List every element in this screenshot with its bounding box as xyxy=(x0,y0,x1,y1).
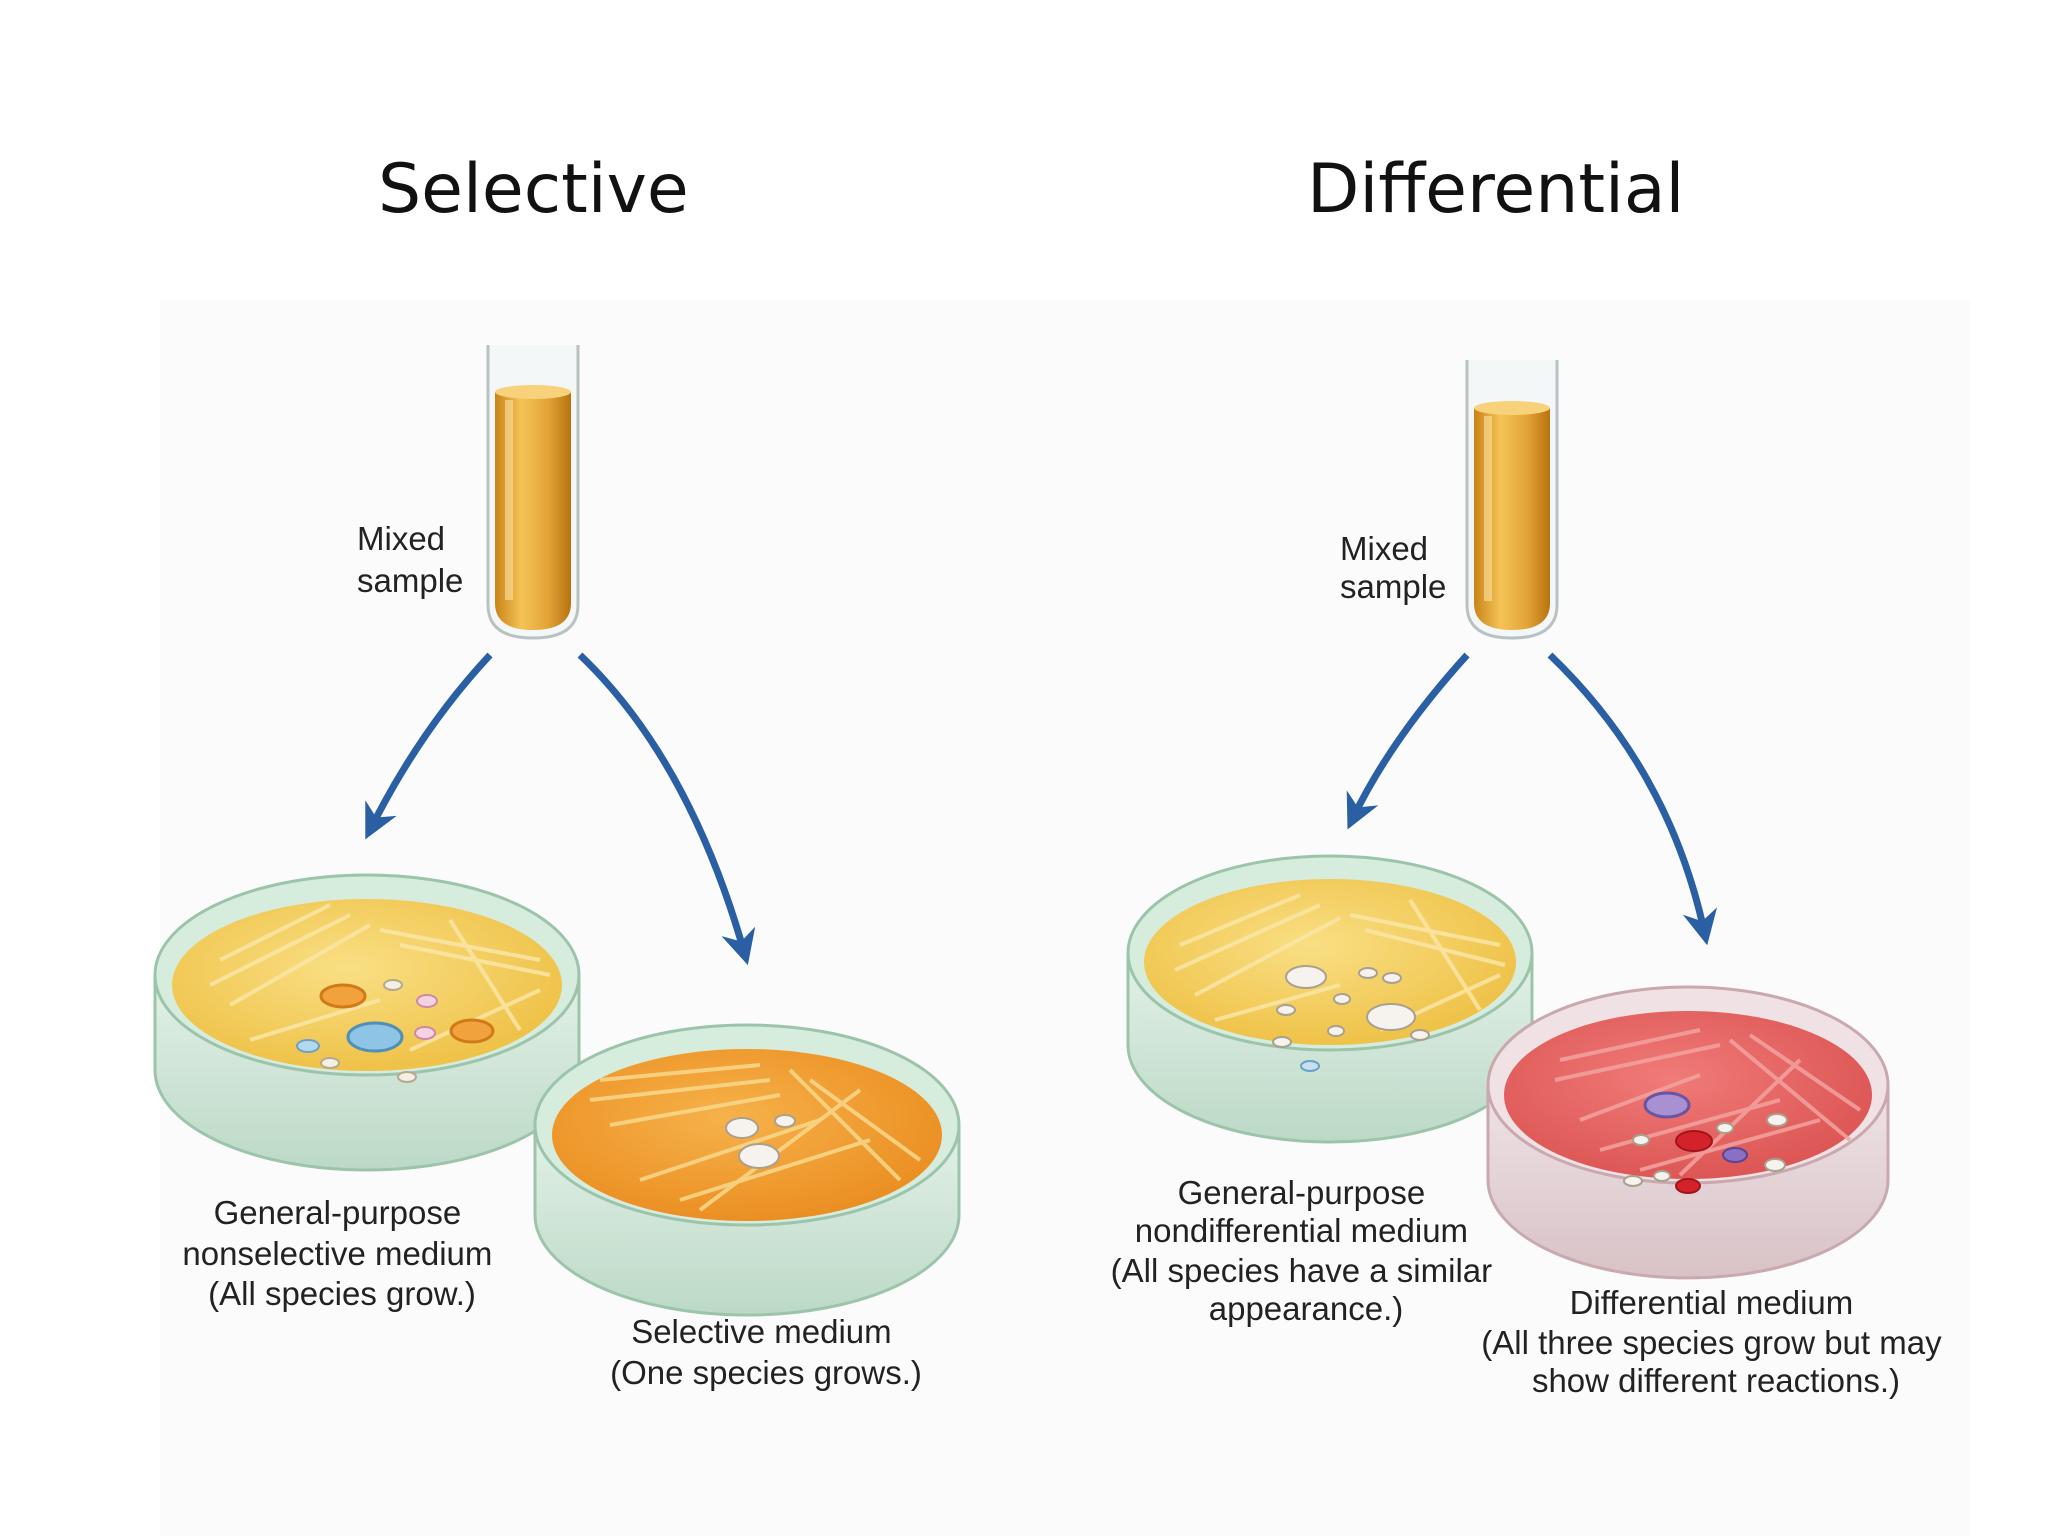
nondifferential-medium-label: General-purpose nondifferential medium (… xyxy=(1111,1174,1502,1327)
selective-panel: Mixed sample xyxy=(153,345,961,1391)
selective-medium-label: Selective medium (One species grows.) xyxy=(610,1313,922,1391)
differential-medium-label: Differential medium (All three species g… xyxy=(1481,1284,1951,1399)
arrow-to-nonselective xyxy=(365,652,493,840)
arrow-to-differential xyxy=(1547,652,1718,946)
colony-group xyxy=(725,1114,796,1169)
nonselective-medium-label: General-purpose nonselective medium (All… xyxy=(182,1194,501,1312)
panel-title-differential: Differential xyxy=(1307,150,1685,229)
differential-plate xyxy=(1486,985,1890,1280)
selective-plate xyxy=(533,1023,961,1317)
nonselective-plate xyxy=(153,873,581,1172)
differential-panel: Mixed sample xyxy=(1111,360,1951,1399)
colony-group xyxy=(1272,965,1430,1072)
test-tube-icon xyxy=(1465,360,1559,640)
colony-group xyxy=(296,979,495,1083)
mixed-sample-label: Mixed sample xyxy=(357,520,463,599)
arrow-to-nondifferential xyxy=(1346,652,1470,830)
panel-title-selective: Selective xyxy=(378,150,689,229)
colony-group xyxy=(1623,1091,1788,1194)
arrow-to-selective xyxy=(577,652,756,966)
mixed-sample-label: Mixed sample xyxy=(1340,530,1446,605)
nondifferential-plate xyxy=(1126,854,1534,1144)
test-tube-icon xyxy=(486,345,580,640)
